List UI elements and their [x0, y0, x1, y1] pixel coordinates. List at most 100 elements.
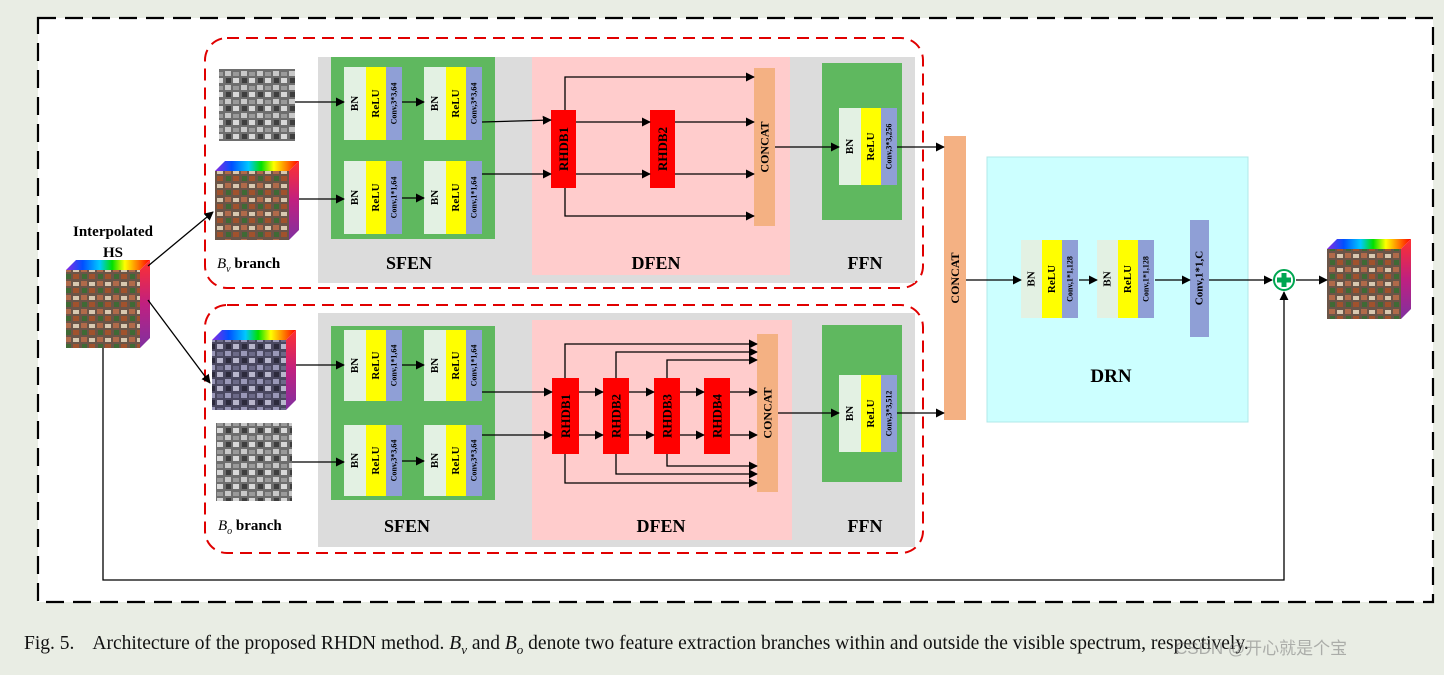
relu-layer-label: ReLU [370, 351, 382, 379]
caption-text-mid: and [466, 633, 505, 654]
input-label-line1: Interpolated [73, 224, 154, 240]
bn-layer [424, 161, 446, 234]
bo-concat: CONCAT [757, 334, 778, 492]
bo-rhdb3: RHDB3 [654, 378, 680, 454]
conv-layer [386, 67, 402, 140]
conv-layer-label: Conv,3*3,64 [470, 440, 479, 482]
conv-layer-label: Conv,1*1,64 [470, 177, 479, 219]
relu-layer [861, 108, 881, 185]
conv-layer [466, 425, 482, 496]
drn-stack-1: BN ReLU Conv,1*1,128 [1021, 240, 1078, 318]
relu-layer [366, 425, 386, 496]
relu-layer [1118, 240, 1138, 318]
input-label-line2: HS [103, 245, 123, 261]
bv-branch-label: Bv branch [217, 256, 281, 275]
conv-layer [881, 375, 897, 452]
bv-ffn-label: FFN [848, 253, 883, 273]
conv-layer-label: Conv,3*3,256 [885, 124, 894, 170]
residual-add-icon [1273, 269, 1295, 291]
conv-layer [881, 108, 897, 185]
relu-layer-label: ReLU [865, 399, 877, 427]
bn-layer [344, 161, 366, 234]
relu-layer-label: ReLU [865, 132, 877, 160]
caption-symbol-bv: Bv [449, 633, 467, 657]
bn-layer [424, 330, 446, 401]
conv-layer-label: Conv,3*3,64 [390, 440, 399, 482]
relu-layer [366, 330, 386, 401]
relu-layer [366, 67, 386, 140]
bo-multispectral-cube-image [212, 330, 296, 410]
bo-concat-label: CONCAT [761, 387, 775, 438]
drn-final-conv: Conv,1*1,C [1190, 220, 1209, 337]
conv-layer-label: Conv,3*3,64 [390, 83, 399, 125]
conv-layer [466, 330, 482, 401]
relu-layer-label: ReLU [1046, 265, 1058, 293]
bo-rhdb2-label: RHDB2 [609, 394, 624, 438]
bo-rhdb3-label: RHDB3 [660, 393, 675, 438]
relu-layer-label: ReLU [370, 183, 382, 211]
caption-text-after: denote two feature extraction branches w… [523, 633, 1249, 654]
bn-layer [1021, 240, 1042, 318]
bn-layer [424, 67, 446, 140]
bv-rhdb1-label: RHDB1 [556, 127, 571, 171]
relu-layer [366, 161, 386, 234]
bo-ffn-label: FFN [848, 516, 883, 536]
bn-layer-label: BN [429, 96, 441, 111]
bn-layer-label: BN [1102, 271, 1114, 286]
bo-sfen-stack-4: BN ReLU Conv,3*3,64 [424, 425, 482, 496]
relu-layer-label: ReLU [370, 89, 382, 117]
bo-rhdb1-label: RHDB1 [558, 394, 573, 438]
bo-rhdb4: RHDB4 [704, 378, 730, 454]
conv-layer [386, 330, 402, 401]
bn-layer [344, 330, 366, 401]
bo-rhdb4-label: RHDB4 [710, 393, 725, 438]
bo-rhdb1: RHDB1 [552, 378, 579, 454]
bn-layer-label: BN [349, 453, 361, 468]
conv-layer-label: Conv,1*1,C [1194, 251, 1206, 305]
relu-layer-label: ReLU [1122, 265, 1134, 293]
bv-sfen-stack-3: BN ReLU Conv,1*1,64 [344, 161, 402, 234]
relu-layer-label: ReLU [450, 89, 462, 117]
bn-layer-label: BN [844, 139, 856, 154]
conv-layer-label: Conv,1*1,128 [1066, 256, 1075, 302]
relu-layer [446, 330, 466, 401]
bn-layer-label: BN [349, 190, 361, 205]
drn-label: DRN [1090, 366, 1131, 387]
caption-fig-label: Fig. 5. [24, 633, 75, 654]
bv-dfen-label: DFEN [632, 253, 681, 273]
bn-layer-label: BN [1026, 271, 1038, 286]
bn-layer [839, 375, 861, 452]
conv-layer [1138, 240, 1154, 318]
bv-concat-label: CONCAT [758, 121, 772, 172]
bv-rhdb1: RHDB1 [551, 110, 576, 188]
bv-gray-image [219, 69, 295, 141]
conv-layer-label: Conv,1*1,64 [390, 177, 399, 219]
relu-layer-label: ReLU [450, 183, 462, 211]
bo-branch-border [204, 304, 924, 554]
bo-dfen-label: DFEN [637, 516, 686, 536]
conv-layer-label: Conv,1*1,128 [1142, 256, 1151, 302]
conv-layer [466, 67, 482, 140]
bo-rhdb2: RHDB2 [603, 378, 629, 454]
relu-layer-label: ReLU [450, 446, 462, 474]
bv-concat: CONCAT [754, 68, 775, 226]
bn-layer-label: BN [429, 190, 441, 205]
bo-sfen-label: SFEN [384, 516, 430, 536]
conv-layer-label: Conv,3*3,64 [470, 83, 479, 125]
bn-layer-label: BN [429, 358, 441, 373]
input-hs-cube-image [66, 260, 150, 348]
bn-layer-label: BN [349, 358, 361, 373]
main-concat: CONCAT [944, 136, 966, 420]
relu-layer [446, 425, 466, 496]
conv-layer [386, 161, 402, 234]
drn-stack-2: BN ReLU Conv,1*1,128 [1097, 240, 1154, 318]
conv-layer [1190, 220, 1209, 337]
bo-gray-image [216, 423, 292, 501]
bn-layer-label: BN [429, 453, 441, 468]
csdn-watermark: CSDN @开心就是个宝 [1175, 639, 1348, 658]
